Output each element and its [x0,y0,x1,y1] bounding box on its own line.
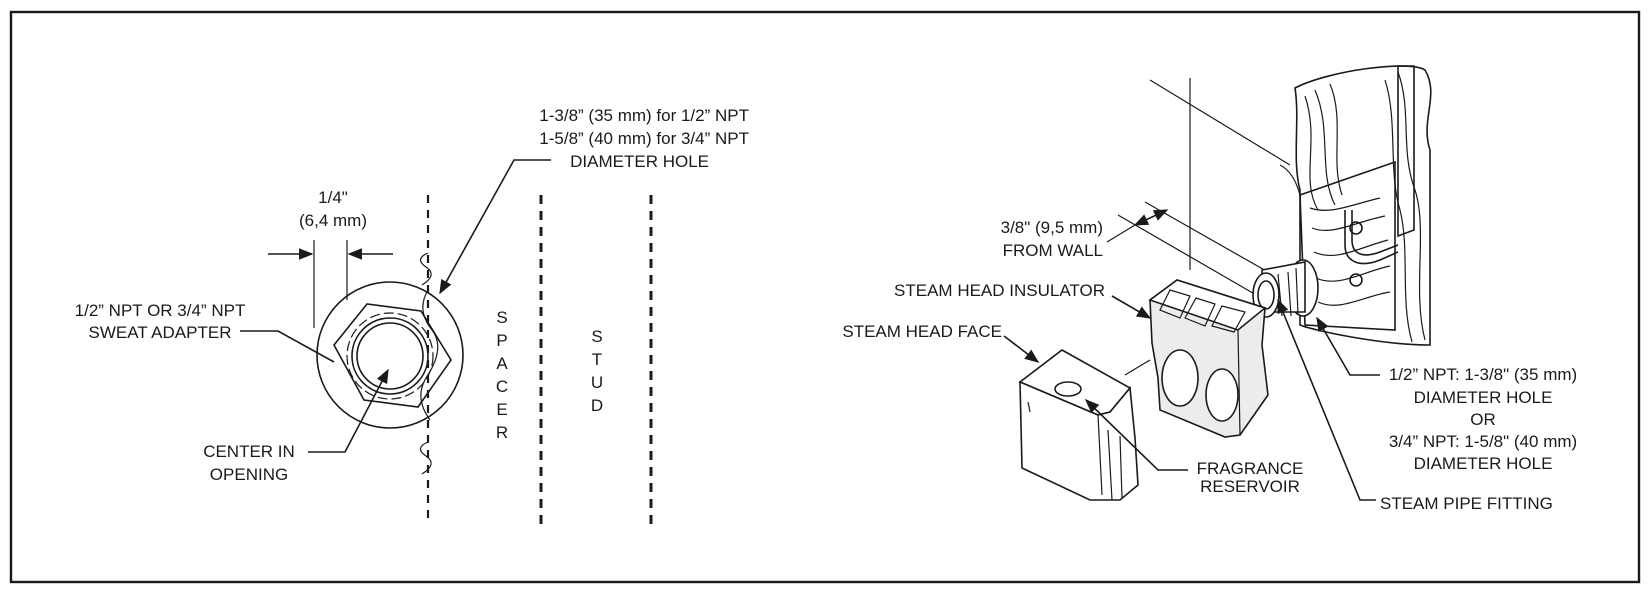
hole-label-line4: 3/4” NPT: 1-5/8" (40 mm) [1389,432,1577,451]
steam-head-face [1018,349,1139,501]
wall-break-mid [420,289,439,421]
hole-leader [439,159,551,295]
spacer-letter: S [496,308,507,327]
hole-circle [316,281,464,429]
perspective-line [1117,214,1259,297]
hole-label-line3: DIAMETER HOLE [570,152,709,171]
hole-label-line1: 1-3/8” (35 mm) for 1/2” NPT [539,106,749,125]
steam-head-exploded-view: 3/8" (9,5 mm) FROM WALL STEAM HEAD INSUL… [842,65,1577,513]
hole-label-line5: DIAMETER HOLE [1414,454,1553,473]
pipe-leader [1277,298,1376,501]
hole-dia-leader [1316,316,1380,376]
insulator-label: STEAM HEAD INSULATOR [894,281,1105,300]
hole-label-line2: 1-5/8” (40 mm) for 3/4” NPT [539,129,749,148]
spacer-letter: A [496,354,508,373]
wall-break-bottom [419,441,432,475]
wall-break-top [419,252,432,286]
hole-label-line1: 1/2” NPT: 1-3/8" (35 mm) [1389,365,1577,384]
sweat-adapter-front-view: 1-3/8” (35 mm) for 1/2” NPT 1-5/8” (40 m… [75,106,749,525]
spacer-letter: R [496,423,508,442]
center-label-line1: CENTER IN [203,442,295,461]
adapter-label-line1: 1/2” NPT OR 3/4” NPT [75,301,246,320]
wall-label-line1: 3/8" (9,5 mm) [1001,218,1103,237]
center-label-line2: OPENING [210,465,288,484]
quarter-label-line1: 1/4" [318,188,348,207]
wall-stud-block [1279,65,1432,346]
stud-letter: U [591,373,603,392]
hex-nut [333,303,452,408]
fragrance-label-line2: RESERVOIR [1200,477,1300,496]
adapter-ring-mid [351,317,429,395]
wall-dim-arrow [1133,209,1169,226]
insulator-leader [1111,295,1152,319]
adapter-label-line2: SWEAT ADAPTER [89,323,232,342]
fragrance-leader [1084,398,1188,471]
hole-label-line3: OR [1470,410,1496,429]
spacer-letter: C [496,377,508,396]
stud-letter: S [591,327,602,346]
fragrance-label-line1: FRAGRANCE [1197,459,1304,478]
adapter-leader [240,330,335,363]
pipe-label: STEAM PIPE FITTING [1380,494,1553,513]
adapter-ring-outer [346,312,434,400]
spacer-letter: E [496,400,507,419]
quarter-label-line2: (6,4 mm) [299,211,367,230]
perspective-line [1149,79,1291,166]
adapter-ring-inner [356,322,424,390]
wall-label-line2: FROM WALL [1003,241,1103,260]
diagram-frame [9,10,1641,584]
spacer-letter: P [496,331,507,350]
center-leader [308,368,389,453]
face-label: STEAM HEAD FACE [842,322,1002,341]
wall-dim-leader [1106,224,1136,243]
stud-letter: D [591,396,603,415]
stud-letter: T [592,350,602,369]
face-leader [1003,335,1040,363]
steam-head-insulator [1124,279,1269,438]
hole-label-line2: DIAMETER HOLE [1414,388,1553,407]
